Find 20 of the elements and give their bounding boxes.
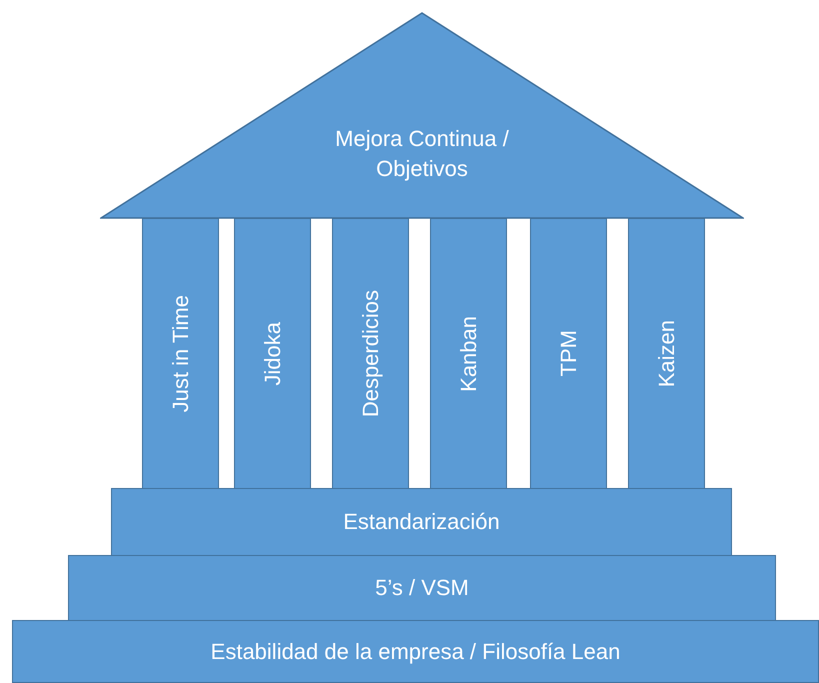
pillar-label: Jidoka bbox=[258, 322, 286, 386]
pillar-label: TPM bbox=[554, 330, 582, 377]
pillar-label: Kanban bbox=[454, 316, 482, 392]
roof-label: Mejora Continua / Objetivos bbox=[334, 125, 510, 183]
step-bar bbox=[111, 488, 732, 556]
pillar-label: Kaizen bbox=[652, 320, 680, 388]
step-label: Estabilidad de la empresa / Filosofía Lean bbox=[210, 638, 620, 666]
step-label: 5’s / VSM bbox=[375, 574, 469, 602]
pillar bbox=[142, 218, 219, 489]
pillar bbox=[530, 218, 607, 489]
pillar bbox=[332, 218, 409, 489]
pillar bbox=[430, 218, 507, 489]
pillar bbox=[234, 218, 311, 489]
step-bar bbox=[12, 620, 819, 683]
pillar-label: Just in Time bbox=[166, 294, 194, 412]
pillar bbox=[628, 218, 705, 489]
step-bar bbox=[68, 555, 776, 621]
step-label: Estandarización bbox=[343, 508, 500, 536]
pillar-label: Desperdicios bbox=[356, 290, 384, 418]
roof-triangle bbox=[100, 12, 744, 219]
